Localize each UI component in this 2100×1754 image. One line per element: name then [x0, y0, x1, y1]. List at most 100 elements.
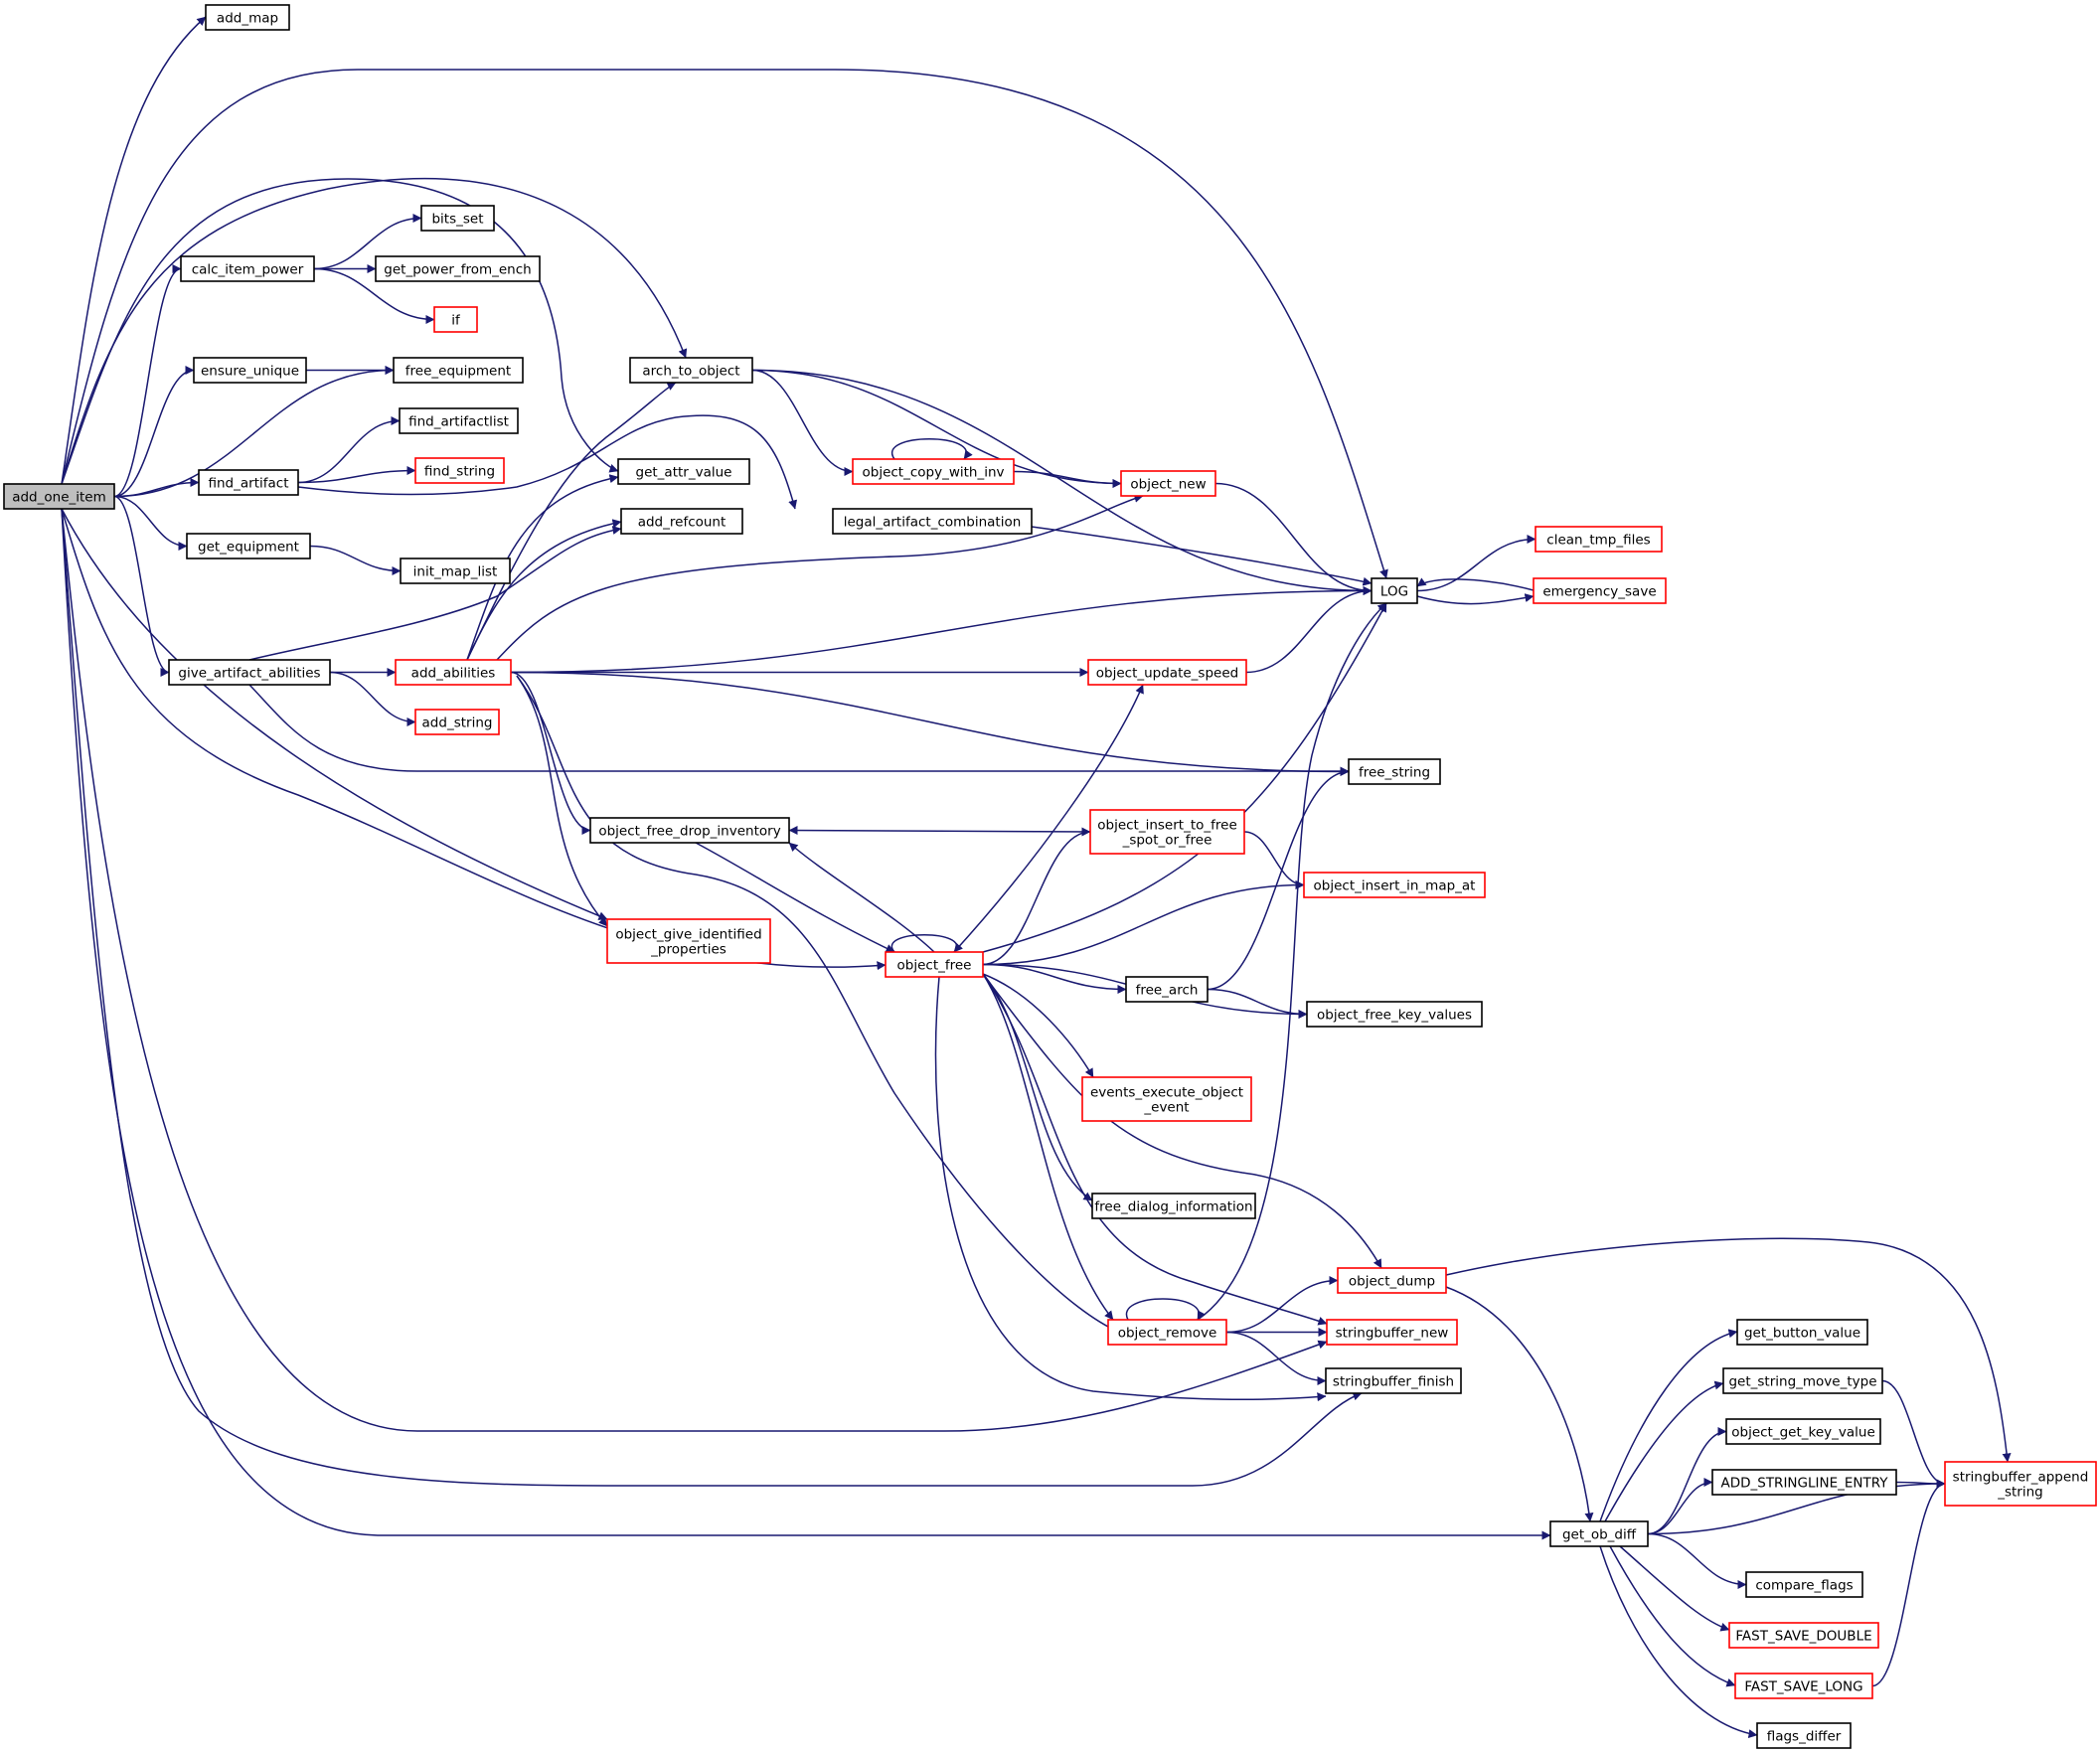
node-find-artifact[interactable]: find_artifact — [198, 469, 299, 496]
edge-ADD_STRINGLINE_ENTRY-to-stringbuffer_append_string — [1895, 1479, 1946, 1489]
node-object-give-identified-properties[interactable]: object_give_identified_properties — [606, 918, 771, 964]
edge-add_abilities-to-get_attr_value — [466, 474, 619, 661]
node-object-free-key-values[interactable]: object_free_key_values — [1306, 1001, 1483, 1028]
node-label: find_artifact — [209, 476, 289, 492]
node-add-map[interactable]: add_map — [205, 4, 290, 31]
node-stringbuffer-finish[interactable]: stringbuffer_finish — [1325, 1367, 1462, 1394]
node-add-refcount[interactable]: add_refcount — [620, 508, 743, 535]
node-get-button-value[interactable]: get_button_value — [1736, 1319, 1868, 1346]
node-get-power-from-ench[interactable]: get_power_from_ench — [375, 255, 541, 282]
edge-object_dump-to-stringbuffer_append_string — [1445, 1237, 2012, 1463]
edge-add_one_item-to-find_artifact — [113, 478, 200, 498]
node-events-execute-object-event[interactable]: events_execute_object_event — [1081, 1076, 1252, 1122]
node-label: add_map — [217, 11, 278, 27]
node-object-insert-in-map-at[interactable]: object_insert_in_map_at — [1303, 872, 1486, 898]
node-label: free_arch — [1136, 983, 1199, 999]
edge-add_abilities-to-free_string — [510, 671, 1350, 776]
node-get-string-move-type[interactable]: get_string_move_type — [1722, 1367, 1883, 1394]
edge-arch_to_object-to-LOG — [751, 369, 1373, 595]
edge-free_arch-to-object_free_key_values — [1207, 988, 1308, 1019]
node-label: get_equipment — [198, 540, 299, 556]
node-calc-item-power[interactable]: calc_item_power — [180, 255, 315, 282]
node-label: init_map_list — [413, 564, 498, 580]
node-give-artifact-abilities[interactable]: give_artifact_abilities — [168, 659, 331, 686]
node-object-insert-to-free-spot-or-free[interactable]: object_insert_to_free_spot_or_free — [1089, 809, 1245, 855]
node-object-new[interactable]: object_new — [1120, 470, 1216, 497]
node-ensure-unique[interactable]: ensure_unique — [193, 357, 307, 384]
node-free-string[interactable]: free_string — [1348, 758, 1441, 785]
edge-object_new-to-LOG — [1214, 482, 1373, 595]
edge-calc_item_power-to-if — [313, 267, 435, 324]
edge-get_ob_diff-to-FAST_SAVE_DOUBLE — [1619, 1545, 1730, 1632]
edge-find_artifact-to-legal_artifact_combination — [297, 414, 798, 510]
node-label: object_free_key_values — [1317, 1008, 1472, 1024]
node-free-arch[interactable]: free_arch — [1125, 976, 1209, 1003]
edge-object_remove-to-LOG — [1197, 602, 1387, 1321]
node-get-equipment[interactable]: get_equipment — [186, 533, 311, 559]
node-label: bits_set — [431, 212, 483, 228]
node-label: object_dump — [1349, 1274, 1435, 1290]
node-object-remove[interactable]: object_remove — [1107, 1319, 1227, 1346]
node-get-ob-diff[interactable]: get_ob_diff — [1549, 1520, 1649, 1547]
node-free-dialog-information[interactable]: free_dialog_information — [1091, 1193, 1256, 1219]
node-if[interactable]: if — [433, 306, 478, 333]
node-label: get_ob_diff — [1562, 1527, 1637, 1543]
edge-add_one_item-to-free_equipment — [113, 366, 395, 498]
edge-object_insert_to_free_spot_or_free-to-object_insert_in_map_at — [1243, 831, 1305, 889]
edge-legal_artifact_combination-to-LOG — [1031, 526, 1373, 586]
node-free-equipment[interactable]: free_equipment — [393, 357, 524, 384]
node-add-abilities[interactable]: add_abilities — [395, 659, 512, 686]
node-object-copy-with-inv[interactable]: object_copy_with_inv — [852, 458, 1015, 485]
node-find-artifactlist[interactable]: find_artifactlist — [399, 407, 519, 434]
function-nodes: add_one_item add_map bits_set calc_item_pow… — [3, 4, 2097, 1749]
node-label: stringbuffer_append — [1953, 1470, 2089, 1486]
node-object-free-drop-inventory[interactable]: object_free_drop_inventory — [589, 817, 790, 844]
node-stringbuffer-append-string[interactable]: stringbuffer_append_string — [1944, 1461, 2097, 1507]
node-label: get_power_from_ench — [384, 262, 531, 278]
node-object-dump[interactable]: object_dump — [1337, 1267, 1447, 1294]
edge-find_artifact-to-find_string — [297, 466, 416, 484]
node-arch-to-object[interactable]: arch_to_object — [629, 357, 753, 384]
edge-LOG-to-clean_tmp_files — [1416, 535, 1536, 592]
node-add-string[interactable]: add_string — [414, 709, 500, 735]
node-fast-save-long[interactable]: FAST_SAVE_LONG — [1734, 1673, 1873, 1699]
node-label: stringbuffer_finish — [1333, 1374, 1454, 1390]
edge-object_free-to-object_free_drop_inventory — [788, 842, 935, 953]
node-object-update-speed[interactable]: object_update_speed — [1087, 659, 1247, 686]
node-label: free_equipment — [405, 364, 511, 380]
node-emergency-save[interactable]: emergency_save — [1533, 577, 1667, 604]
node-label: _event — [1143, 1100, 1189, 1116]
node-label: emergency_save — [1542, 584, 1656, 600]
edge-object_insert_to_free_spot_or_free-to-object_free_drop_inventory — [788, 826, 1091, 836]
edge-object_free-to-object_update_speed — [953, 684, 1144, 953]
node-bits-set[interactable]: bits_set — [420, 205, 495, 232]
edge-add_abilities-to-object_give_identified_properties — [516, 675, 608, 927]
edge-free_arch-to-free_string — [1207, 767, 1350, 991]
node-object-free[interactable]: object_free — [885, 951, 984, 978]
node-find-string[interactable]: find_string — [414, 457, 505, 484]
node-add-one-item[interactable]: add_one_item — [3, 483, 115, 510]
node-label: object_get_key_value — [1731, 1425, 1875, 1441]
edge-add_abilities-to-add_refcount — [466, 519, 622, 661]
node-label: calc_item_power — [192, 262, 304, 278]
node-legal-artifact-combination[interactable]: legal_artifact_combination — [832, 508, 1033, 535]
node-object-get-key-value[interactable]: object_get_key_value — [1725, 1418, 1881, 1445]
node-compare-flags[interactable]: compare_flags — [1745, 1571, 1863, 1598]
node-clean-tmp-files[interactable]: clean_tmp_files — [1535, 526, 1663, 553]
edge-object_free-to-free_arch — [982, 963, 1127, 994]
node-label: find_artifactlist — [408, 414, 509, 430]
node-fast-save-double[interactable]: FAST_SAVE_DOUBLE — [1728, 1622, 1879, 1649]
node-label: add_one_item — [12, 490, 106, 506]
node-stringbuffer-new[interactable]: stringbuffer_new — [1326, 1319, 1458, 1346]
node-add-stringline-entry[interactable]: ADD_STRINGLINE_ENTRY — [1711, 1469, 1897, 1496]
edge-add_abilities-to-arch_to_object — [466, 382, 677, 661]
node-get-attr-value[interactable]: get_attr_value — [617, 458, 750, 485]
edge-object_free-to-object_free — [890, 934, 963, 953]
edge-object_copy_with_inv-to-object_new — [1013, 470, 1122, 488]
node-init-map-list[interactable]: init_map_list — [400, 558, 511, 584]
node-flags-differ[interactable]: flags_differ — [1756, 1722, 1852, 1749]
edge-arch_to_object-to-object_new — [751, 369, 1122, 488]
node-log[interactable]: LOG — [1371, 577, 1418, 604]
edge-get_ob_diff-to-FAST_SAVE_LONG — [1609, 1545, 1736, 1687]
edge-add_one_item-to-object_give_identified_properties — [61, 508, 608, 920]
